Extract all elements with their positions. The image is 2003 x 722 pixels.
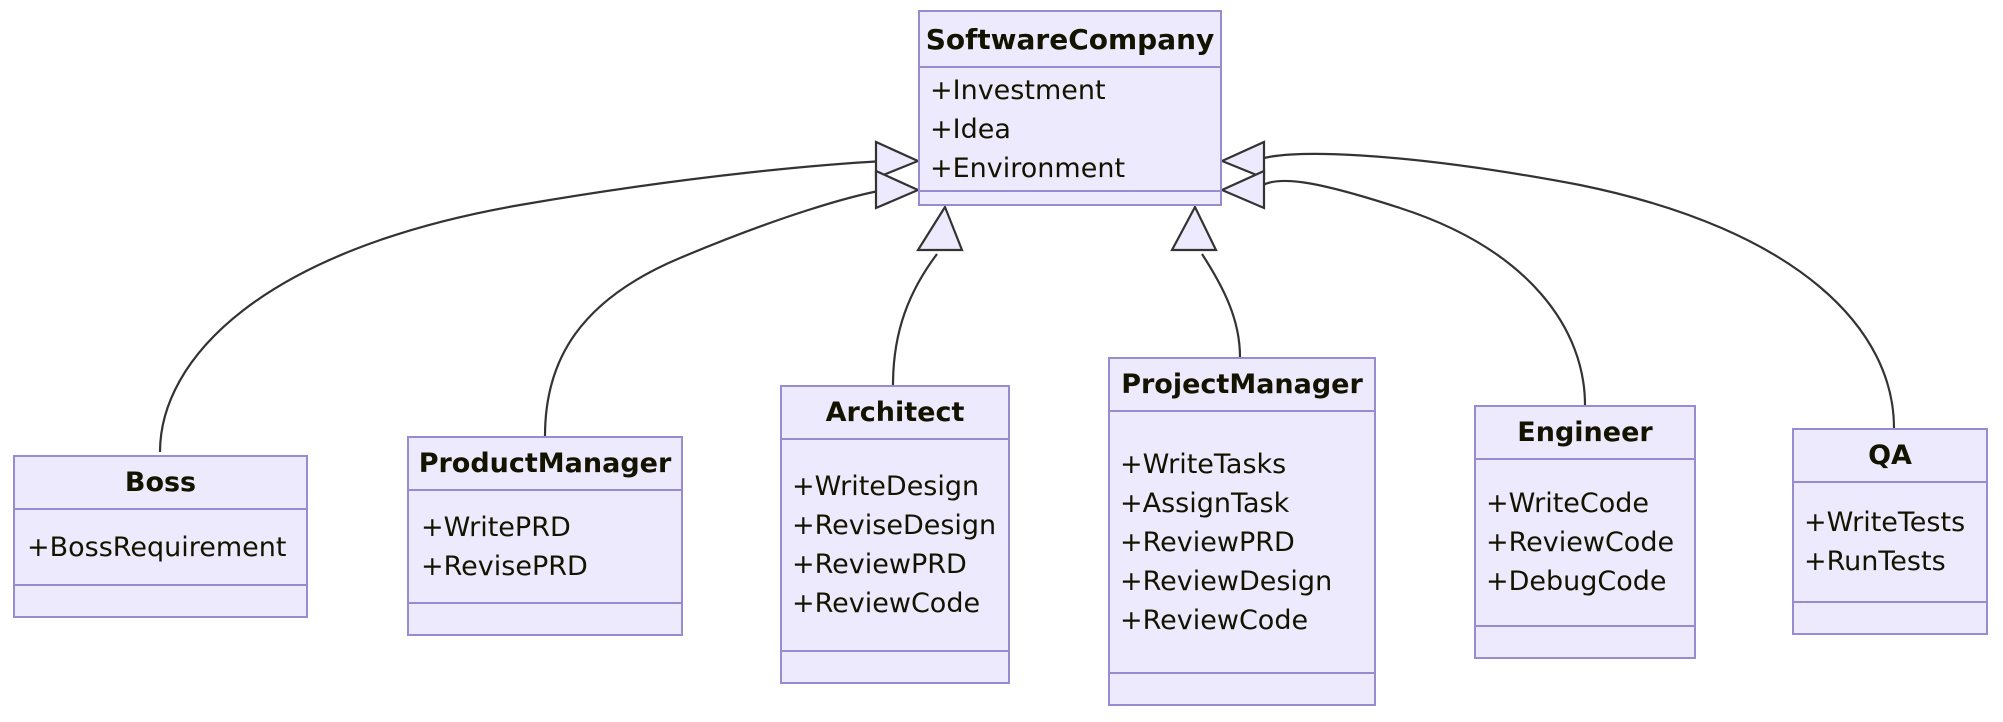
generalization-arrowhead-right-lower <box>1219 169 1266 210</box>
class-member: +WritePRD <box>421 511 571 543</box>
class-member: +ReviewCode <box>1120 604 1309 636</box>
generalization-arrowhead-bottom-left <box>916 204 964 252</box>
class-member: +RevisePRD <box>421 550 588 582</box>
class-member: +WriteDesign <box>792 471 980 502</box>
generalization-arrowhead-left-lower <box>874 169 921 210</box>
class-node-engineer[interactable]: Engineer +WriteCode +ReviewCode +DebugCo… <box>1474 405 1696 659</box>
class-members-projectmanager: +WriteTasks +AssignTask +ReviewPRD +Revi… <box>1110 412 1374 674</box>
class-title-boss: Boss <box>15 457 306 510</box>
class-member: +ReviewCode <box>1486 527 1675 558</box>
class-member: +ReviewCode <box>792 588 981 619</box>
class-member: +BossRequirement <box>27 531 287 563</box>
class-node-productmanager[interactable]: ProductManager +WritePRD +RevisePRD <box>407 436 683 636</box>
class-member: +WriteTasks <box>1120 448 1287 480</box>
class-title-qa: QA <box>1794 430 1986 483</box>
class-member: +RunTests <box>1804 546 1946 577</box>
class-member: +ReviseDesign <box>792 510 997 541</box>
class-title-softwarecompany: SoftwareCompany <box>920 12 1220 68</box>
class-methods-projectmanager <box>1110 674 1374 704</box>
class-members-qa: +WriteTests +RunTests <box>1794 483 1986 603</box>
class-node-softwarecompany[interactable]: SoftwareCompany +Investment +Idea +Envir… <box>918 10 1222 206</box>
class-methods-productmanager <box>409 604 681 634</box>
class-title-projectmanager: ProjectManager <box>1110 359 1374 412</box>
class-member: +WriteTests <box>1804 507 1966 538</box>
class-members-architect: +WriteDesign +ReviseDesign +ReviewPRD +R… <box>782 440 1008 652</box>
class-members-softwarecompany: +Investment +Idea +Environment <box>920 68 1220 192</box>
class-node-boss[interactable]: Boss +BossRequirement <box>13 455 308 618</box>
class-member: +AssignTask <box>1120 487 1290 519</box>
class-member: +Idea <box>930 113 1011 145</box>
class-members-engineer: +WriteCode +ReviewCode +DebugCode <box>1476 460 1694 627</box>
class-methods-boss <box>15 586 306 616</box>
class-member: +DebugCode <box>1486 566 1667 597</box>
edge-boss-to-softwarecompany <box>158 159 885 453</box>
class-title-engineer: Engineer <box>1476 407 1694 460</box>
edge-architect-to-softwarecompany <box>891 253 938 386</box>
class-member: +Environment <box>930 152 1126 184</box>
class-node-architect[interactable]: Architect +WriteDesign +ReviseDesign +Re… <box>780 385 1010 684</box>
generalization-arrowhead-right-upper <box>1219 140 1266 180</box>
class-member: +ReviewPRD <box>1120 526 1295 558</box>
class-members-productmanager: +WritePRD +RevisePRD <box>409 491 681 604</box>
class-methods-softwarecompany <box>920 192 1220 204</box>
generalization-arrowhead-left-upper <box>874 140 921 180</box>
class-title-architect: Architect <box>782 387 1008 440</box>
class-member: +Investment <box>930 74 1106 106</box>
class-methods-architect <box>782 652 1008 682</box>
class-methods-engineer <box>1476 627 1694 657</box>
class-members-boss: +BossRequirement <box>15 510 306 586</box>
class-node-qa[interactable]: QA +WriteTests +RunTests <box>1792 428 1988 635</box>
class-member: +WriteCode <box>1486 488 1650 519</box>
class-title-productmanager: ProductManager <box>409 438 681 491</box>
edge-projectmanager-to-softwarecompany <box>1201 253 1242 358</box>
class-member: +ReviewPRD <box>792 549 967 580</box>
class-methods-qa <box>1794 603 1986 633</box>
class-member: +ReviewDesign <box>1120 565 1333 597</box>
class-node-projectmanager[interactable]: ProjectManager +WriteTasks +AssignTask +… <box>1108 357 1376 706</box>
generalization-arrowhead-bottom-right <box>1170 204 1218 252</box>
